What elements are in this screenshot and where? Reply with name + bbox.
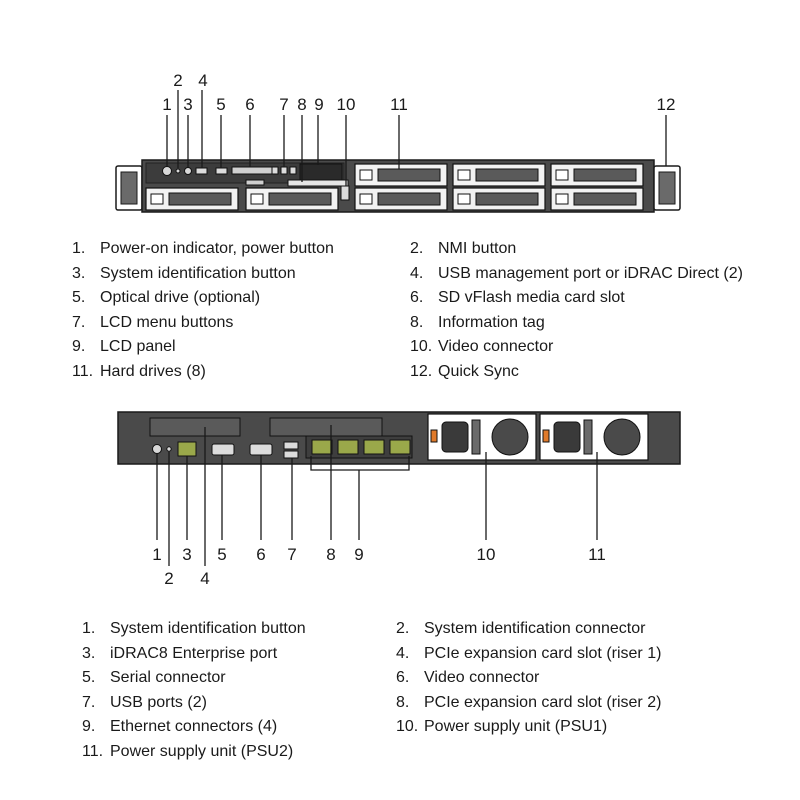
- back-callout: 11: [588, 545, 606, 564]
- psu1-latch: [430, 429, 438, 443]
- legend-item: 4.USB management port or iDRAC Direct (2…: [410, 264, 743, 282]
- system-id-connector-icon: [166, 446, 172, 452]
- front-callout: 6: [245, 95, 254, 114]
- psu1-fan-icon: [491, 418, 529, 456]
- legend-item: 1.Power-on indicator, power button: [72, 240, 334, 257]
- back-callouts: 1 2 3 4 5 6 7 8 9 10 11: [152, 545, 606, 588]
- back-callout: 3: [182, 545, 191, 564]
- psu2-fan-icon: [603, 418, 641, 456]
- front-video-connector-icon: [340, 185, 350, 201]
- legend-item: 3.iDRAC8 Enterprise port: [82, 644, 278, 662]
- front-rack-ear-left-inner: [120, 171, 138, 205]
- idrac-port-icon: [177, 441, 197, 457]
- back-callout: 9: [354, 545, 363, 564]
- front-callout: 4: [198, 71, 207, 90]
- system-id-button-icon: [184, 167, 192, 175]
- information-tag: [287, 179, 349, 187]
- lcd-menu-button-3: [289, 166, 297, 175]
- nmi-button-icon: [175, 168, 181, 174]
- psu2-latch: [542, 429, 550, 443]
- front-callout: 8: [297, 95, 306, 114]
- legend-item: 8.Information tag: [410, 313, 545, 331]
- ethernet-ports: [311, 439, 411, 455]
- front-callout: 2: [173, 71, 182, 90]
- usb-port-back-icon-2: [283, 450, 299, 459]
- legend-item: 4.PCIe expansion card slot (riser 1): [396, 644, 662, 662]
- legend-item: 5.Serial connector: [82, 669, 226, 687]
- usb-port-icon-2: [215, 167, 228, 175]
- legend-item: 8.PCIe expansion card slot (riser 2): [396, 693, 662, 711]
- back-callout: 1: [152, 545, 161, 564]
- serial-connector-icon: [211, 443, 235, 456]
- usb-port-icon-1: [195, 167, 208, 175]
- front-callout: 10: [337, 95, 356, 114]
- front-callout: 9: [314, 95, 323, 114]
- front-callout: 11: [390, 95, 408, 114]
- ethernet-port-icon: [311, 439, 333, 455]
- legend-item: 2.NMI button: [410, 240, 517, 257]
- front-callout: 12: [657, 95, 676, 114]
- psu2-power-inlet-icon: [553, 421, 581, 453]
- legend-item: 1.System identification button: [82, 620, 306, 637]
- hard-drive-latches: [150, 169, 569, 205]
- legend-item: 2.System identification connector: [396, 620, 646, 637]
- lcd-panel: [299, 163, 343, 183]
- front-callout: 7: [279, 95, 288, 114]
- front-callout: 1: [162, 95, 171, 114]
- legend-item: 11.Power supply unit (PSU2): [82, 743, 294, 760]
- legend-item: 10.Power supply unit (PSU1): [396, 718, 608, 736]
- legend-item: 3.System identification button: [72, 264, 296, 282]
- psu2-handle: [583, 419, 593, 455]
- ethernet-port-icon: [337, 439, 359, 455]
- system-id-button-back-icon: [152, 444, 162, 454]
- legend-item: 12.Quick Sync: [410, 363, 519, 380]
- back-callout: 4: [200, 569, 209, 588]
- front-callout: 3: [183, 95, 192, 114]
- pcie-slot-riser-2: [269, 417, 383, 437]
- legend-item: 7.USB ports (2): [82, 693, 207, 711]
- back-video-connector-icon: [249, 443, 273, 456]
- front-callout: 5: [216, 95, 225, 114]
- back-callout: 8: [326, 545, 335, 564]
- ethernet-port-icon: [389, 439, 411, 455]
- psu1-power-inlet-icon: [441, 421, 469, 453]
- legend-item: 6.SD vFlash media card slot: [410, 289, 625, 307]
- legend-item: 5.Optical drive (optional): [72, 289, 261, 307]
- legend-item: 9.Ethernet connectors (4): [82, 718, 278, 736]
- psu1-handle: [471, 419, 481, 455]
- legend-item: 7.LCD menu buttons: [72, 313, 234, 331]
- pcie-slot-riser-1: [149, 417, 241, 437]
- legend-item: 6.Video connector: [396, 669, 540, 687]
- ethernet-port-icon: [363, 439, 385, 455]
- back-callout: 7: [287, 545, 296, 564]
- usb-port-back-icon-1: [283, 441, 299, 450]
- back-panel: [117, 411, 681, 566]
- back-callout: 2: [164, 569, 173, 588]
- back-leader-lines: [156, 425, 598, 566]
- lcd-menu-button-1: [271, 166, 279, 175]
- optical-drive-slot: [231, 166, 279, 175]
- back-callout: 5: [217, 545, 226, 564]
- back-callout: 10: [477, 545, 496, 564]
- front-leader-lines: [166, 90, 667, 186]
- legend-item: 11.Hard drives (8): [72, 363, 206, 380]
- back-callout: 6: [256, 545, 265, 564]
- legend-item: 10.Video connector: [410, 338, 554, 356]
- hard-drive-handles: [168, 168, 637, 206]
- lcd-menu-button-2: [280, 166, 288, 175]
- power-button-icon: [162, 166, 172, 176]
- quick-sync-bezel: [658, 171, 676, 205]
- optical-drive-eject: [245, 179, 265, 186]
- front-callouts: 1 2 3 4 5 6 7 8 9 10 11 12: [162, 71, 675, 114]
- front-panel: [115, 90, 681, 213]
- legend-item: 9.LCD panel: [72, 338, 176, 356]
